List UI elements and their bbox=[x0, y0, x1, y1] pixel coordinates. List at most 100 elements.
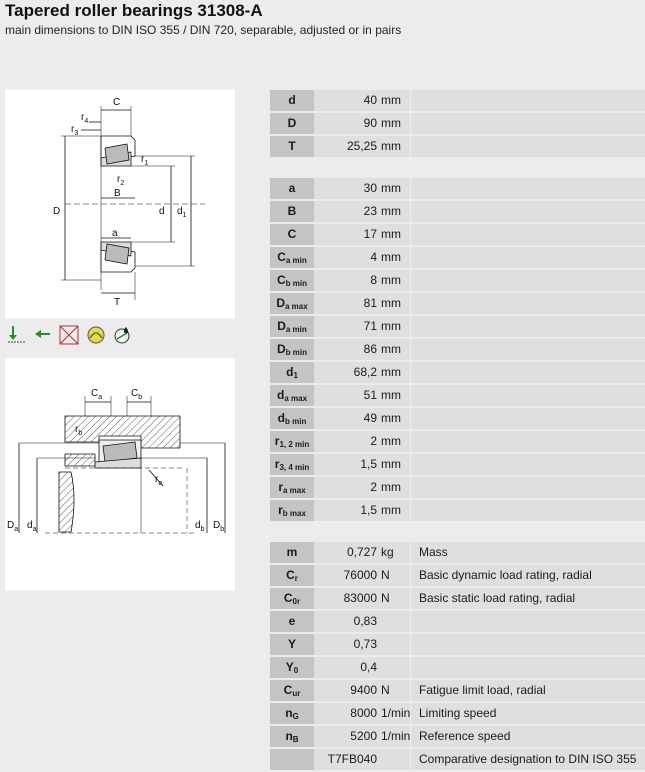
label-ra: ra bbox=[155, 474, 162, 487]
row-value: 49 bbox=[363, 411, 377, 425]
row-description bbox=[410, 178, 645, 199]
row-unit: mm bbox=[381, 319, 401, 333]
row-value: 81 bbox=[363, 296, 377, 310]
table-row: Da max 81 mm bbox=[270, 293, 645, 314]
label-B: B bbox=[114, 188, 121, 199]
row-value: 0,73 bbox=[353, 637, 377, 651]
row-symbol: Db min bbox=[270, 339, 314, 360]
row-description bbox=[410, 657, 645, 678]
row-symbol: e bbox=[270, 611, 314, 632]
row-value: 0,727 bbox=[346, 545, 377, 559]
row-value: 90 bbox=[363, 116, 377, 130]
axial-load-icon bbox=[35, 330, 50, 338]
row-symbol: Cur bbox=[270, 680, 314, 701]
row-unit: N bbox=[381, 683, 390, 697]
radial-load-icon bbox=[8, 326, 26, 343]
row-unit: mm bbox=[381, 227, 401, 241]
label-C: C bbox=[113, 97, 120, 108]
row-unit: mm bbox=[381, 116, 401, 130]
row-value: 23 bbox=[363, 204, 377, 218]
row-symbol: Y0 bbox=[270, 657, 314, 678]
row-symbol: Y bbox=[270, 634, 314, 655]
label-T: T bbox=[114, 297, 120, 308]
row-value: 40 bbox=[363, 93, 377, 107]
row-description bbox=[410, 454, 645, 475]
row-unit: mm bbox=[381, 365, 401, 379]
row-unit: mm bbox=[381, 434, 401, 448]
label-db: db bbox=[195, 520, 205, 533]
row-symbol: r3, 4 min bbox=[270, 454, 314, 475]
row-symbol: Da max bbox=[270, 293, 314, 314]
row-symbol: ra max bbox=[270, 477, 314, 498]
row-unit: mm bbox=[381, 342, 401, 356]
row-symbol: da max bbox=[270, 385, 314, 406]
row-unit: mm bbox=[381, 457, 401, 471]
row-unit: mm bbox=[381, 250, 401, 264]
row-unit: mm bbox=[381, 296, 401, 310]
row-description bbox=[410, 477, 645, 498]
row-description bbox=[410, 224, 645, 245]
row-symbol: Cb min bbox=[270, 270, 314, 291]
row-description bbox=[410, 500, 645, 521]
row-description bbox=[410, 339, 645, 360]
row-symbol: Ca min bbox=[270, 247, 314, 268]
row-value: 71 bbox=[363, 319, 377, 333]
table-row: Ca min 4 mm bbox=[270, 247, 645, 268]
grease-lubrication-icon bbox=[114, 327, 130, 344]
row-symbol: T bbox=[270, 136, 314, 157]
row-symbol: C bbox=[270, 224, 314, 245]
row-description: Fatigue limit load, radial bbox=[410, 680, 645, 701]
row-value: 5200 bbox=[350, 729, 377, 743]
row-unit: mm bbox=[381, 503, 401, 517]
row-symbol: db min bbox=[270, 408, 314, 429]
row-unit: 1/min bbox=[381, 729, 411, 743]
mounting-dimension-drawing: Ca Cb rb ra Da da db Db bbox=[5, 358, 235, 590]
row-symbol: Cr bbox=[270, 565, 314, 586]
row-description bbox=[410, 316, 645, 337]
row-value: 68,2 bbox=[353, 365, 377, 379]
row-symbol: m bbox=[270, 542, 314, 563]
row-symbol: nB bbox=[270, 726, 314, 747]
row-description: Basic static load rating, radial bbox=[410, 588, 645, 609]
row-description bbox=[410, 201, 645, 222]
row-value: 25,25 bbox=[346, 139, 377, 153]
row-value: 51 bbox=[363, 388, 377, 402]
row-unit: mm bbox=[381, 204, 401, 218]
row-description bbox=[410, 634, 645, 655]
row-value: 1,5 bbox=[360, 503, 377, 517]
row-symbol: d1 bbox=[270, 362, 314, 383]
oil-lubrication-icon bbox=[87, 326, 105, 344]
row-value: 4 bbox=[370, 250, 377, 264]
row-symbol: d bbox=[270, 90, 314, 111]
label-rb: rb bbox=[75, 424, 82, 437]
row-value: 9400 bbox=[350, 683, 377, 697]
label-Cb: Cb bbox=[131, 388, 142, 401]
row-symbol: rb max bbox=[270, 500, 314, 521]
row-value: 2 bbox=[370, 434, 377, 448]
row-description bbox=[410, 611, 645, 632]
row-description: Basic dynamic load rating, radial bbox=[410, 565, 645, 586]
row-unit: mm bbox=[381, 181, 401, 195]
row-unit: N bbox=[381, 568, 390, 582]
table-row: d1 68,2 mm bbox=[270, 362, 645, 383]
row-value: 0,4 bbox=[360, 660, 377, 674]
label-r3: r3 bbox=[71, 124, 78, 137]
row-value: 17 bbox=[363, 227, 377, 241]
label-r2: r2 bbox=[117, 174, 124, 187]
row-unit: mm bbox=[381, 480, 401, 494]
row-unit: mm bbox=[381, 273, 401, 287]
